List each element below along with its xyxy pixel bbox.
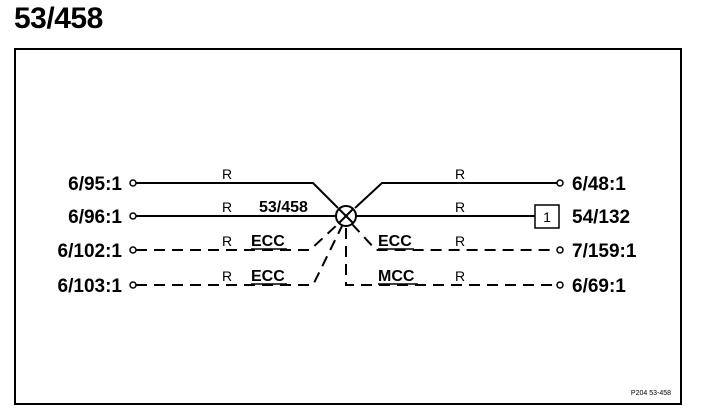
terminal-left-2-icon xyxy=(129,212,137,220)
terminal-right-4-icon xyxy=(556,281,564,289)
wire-label-ecc-right-3: ECC xyxy=(378,233,412,250)
terminal-label-left-4: 6/103:1 xyxy=(58,276,123,297)
terminal-label-left-1: 6/95:1 xyxy=(68,174,122,195)
diagram-frame xyxy=(14,48,682,405)
terminal-left-4-icon xyxy=(129,281,137,289)
terminal-right-3-icon xyxy=(556,246,564,254)
wire-label-ecc-left-3: ECC xyxy=(251,233,285,250)
wire-label-r-left-1: R xyxy=(222,166,232,182)
wire-label-mcc-right-4: MCC xyxy=(378,268,415,285)
wire-right-4 xyxy=(345,228,557,286)
wire-label-r-left-2: R xyxy=(222,199,232,215)
wire-label-r-right-2: R xyxy=(455,199,465,215)
wire-label-r-right-4: R xyxy=(455,268,465,284)
hub-label: 53/458 xyxy=(259,199,308,216)
page-title: 53/458 xyxy=(14,2,103,35)
terminal-left-1-icon xyxy=(129,179,137,187)
terminal-label-right-2: 54/132 xyxy=(572,207,630,228)
terminal-left-3-icon xyxy=(129,246,137,254)
wire-label-r-right-3: R xyxy=(455,233,465,249)
terminal-label-right-4: 6/69:1 xyxy=(572,276,626,297)
wire-left-3 xyxy=(136,223,339,251)
splice-hub-icon xyxy=(335,205,357,227)
footer-code: P204 53-458 xyxy=(631,390,671,397)
wire-label-r-right-1: R xyxy=(455,166,465,182)
connector-box-number: 1 xyxy=(543,209,551,225)
terminal-label-left-3: 6/102:1 xyxy=(58,241,123,262)
wire-left-4 xyxy=(136,225,343,286)
wire-right-1 xyxy=(354,182,557,209)
terminal-label-right-3: 7/159:1 xyxy=(572,241,637,262)
terminal-label-right-1: 6/48:1 xyxy=(572,174,626,195)
terminal-right-1-icon xyxy=(556,179,564,187)
wire-left-1 xyxy=(136,182,339,209)
wire-label-ecc-left-4: ECC xyxy=(251,268,285,285)
wire-label-r-left-3: R xyxy=(222,233,232,249)
terminal-label-left-2: 6/96:1 xyxy=(68,207,122,228)
connector-box xyxy=(534,204,560,229)
wire-label-r-left-4: R xyxy=(222,268,232,284)
